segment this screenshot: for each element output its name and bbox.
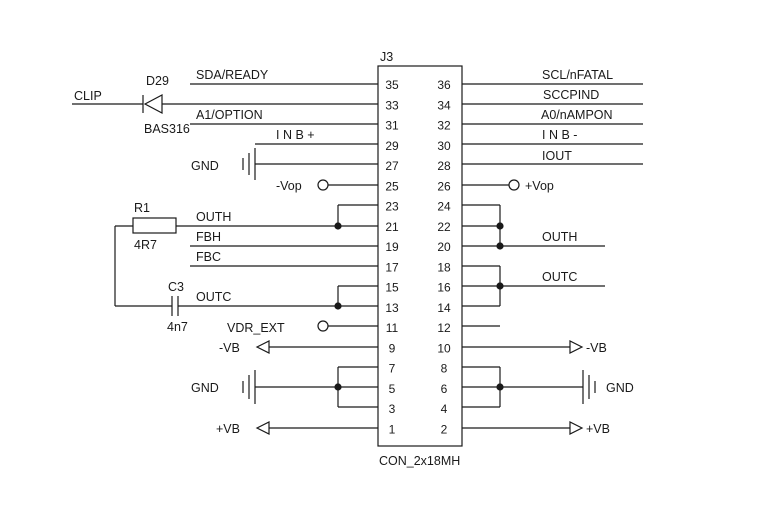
net-label-sda-ready: SDA/READY — [196, 68, 269, 82]
pin-number: 7 — [389, 362, 396, 376]
pin-number: 28 — [437, 159, 451, 173]
junction-pin22 — [496, 222, 504, 230]
net-label-outh-left: OUTH — [196, 210, 231, 224]
junction-pin5 — [334, 383, 342, 391]
pin-number: 33 — [385, 98, 399, 112]
pin-number: 15 — [385, 281, 399, 295]
port-arrow-minus-vb-left — [255, 340, 270, 354]
test-point-plus-vop — [508, 179, 520, 191]
right-pin-column: 36 34 32 30 28 26 24 22 20 18 16 14 12 10 8 6 4 2 — [437, 78, 451, 436]
pin-number: 11 — [386, 321, 399, 335]
net-label-a1-option: A1/OPTION — [196, 108, 263, 122]
net-label-fbc: FBC — [196, 250, 221, 264]
pin-number: 5 — [389, 382, 396, 396]
pin-number: 9 — [389, 341, 396, 355]
net-label-a0-nampon: A0/nAMPON — [541, 108, 613, 122]
capacitor-c3 — [171, 296, 179, 316]
net-label-sccpind: SCCPIND — [543, 88, 599, 102]
net-label-scl-nfatal: SCL/nFATAL — [542, 68, 613, 82]
junction-pin21 — [334, 222, 342, 230]
net-label-plus-vb-right: +VB — [586, 422, 610, 436]
resistor-r1 — [132, 217, 177, 234]
net-label-iout: IOUT — [542, 149, 572, 163]
pin-number: 35 — [385, 78, 399, 92]
pin-number: 8 — [441, 362, 448, 376]
net-label-minus-vb-left: -VB — [219, 341, 240, 355]
pin-number: 23 — [385, 200, 399, 214]
gnd-label-bottom-left: GND — [191, 381, 219, 395]
net-label-outh-right: OUTH — [542, 230, 577, 244]
test-point-minus-vop — [317, 179, 329, 191]
pin-number: 4 — [441, 402, 448, 416]
ground-symbol-right — [582, 370, 596, 404]
connector-body — [377, 65, 463, 447]
pin-number: 19 — [385, 240, 399, 254]
junction-pin20 — [496, 242, 504, 250]
connector-part: CON_2x18MH — [379, 454, 460, 468]
net-label-inb-minus: I N B - — [542, 128, 577, 142]
junction-pin13 — [334, 302, 342, 310]
pin-number: 17 — [385, 260, 399, 274]
connector-designator: J3 — [380, 50, 393, 64]
ground-symbol-top-left — [242, 148, 256, 180]
net-label-minus-vop: -Vop — [276, 179, 302, 193]
pin-number: 12 — [437, 321, 451, 335]
port-arrow-plus-vb-right — [569, 421, 584, 435]
pin-number: 14 — [437, 301, 451, 315]
pin-number: 22 — [437, 220, 451, 234]
c3-value: 4n7 — [167, 320, 188, 334]
r1-value: 4R7 — [134, 238, 157, 252]
junction-pin16 — [496, 282, 504, 290]
c3-ref: C3 — [168, 280, 184, 294]
diode-d29-symbol — [142, 94, 163, 114]
pin-number: 18 — [437, 260, 451, 274]
gnd-label-right: GND — [606, 381, 634, 395]
pin-number: 20 — [437, 240, 451, 254]
net-label-vdr-ext: VDR_EXT — [227, 321, 285, 335]
pin-number: 31 — [385, 119, 399, 133]
port-arrow-plus-vb-left — [255, 421, 270, 435]
pin-number: 10 — [437, 341, 451, 355]
net-label-minus-vb-right: -VB — [586, 341, 607, 355]
pin-number: 26 — [437, 179, 451, 193]
pin-number: 16 — [437, 281, 451, 295]
net-label-inb-plus: I N B + — [276, 128, 315, 142]
pin-number: 13 — [385, 301, 399, 315]
pin-number: 3 — [389, 402, 396, 416]
net-label-plus-vop: +Vop — [525, 179, 554, 193]
pin-number: 6 — [441, 382, 448, 396]
net-label-outc-right: OUTC — [542, 270, 577, 284]
pin-number: 34 — [437, 98, 451, 112]
pin-number: 21 — [385, 220, 399, 234]
junction-pin6 — [496, 383, 504, 391]
pin-number: 27 — [385, 159, 399, 173]
port-arrow-minus-vb-right — [569, 340, 584, 354]
pin-number: 25 — [385, 179, 399, 193]
net-label-fbh: FBH — [196, 230, 221, 244]
pin-number: 1 — [389, 422, 396, 436]
pin-number: 30 — [437, 139, 451, 153]
r1-ref: R1 — [134, 201, 150, 215]
pin-number: 36 — [437, 78, 451, 92]
gnd-label-top-left: GND — [191, 159, 219, 173]
ground-symbol-bottom-left — [242, 370, 256, 404]
d29-value: BAS316 — [144, 122, 190, 136]
test-point-vdr-ext — [317, 320, 329, 332]
net-label-outc-left: OUTC — [196, 290, 231, 304]
pin-number: 29 — [385, 139, 399, 153]
pin-number: 2 — [441, 422, 448, 436]
d29-ref: D29 — [146, 74, 169, 88]
net-label-clip: CLIP — [74, 89, 102, 103]
net-label-plus-vb-left: +VB — [216, 422, 240, 436]
pin-number: 32 — [437, 119, 451, 133]
pin-number: 24 — [437, 200, 451, 214]
